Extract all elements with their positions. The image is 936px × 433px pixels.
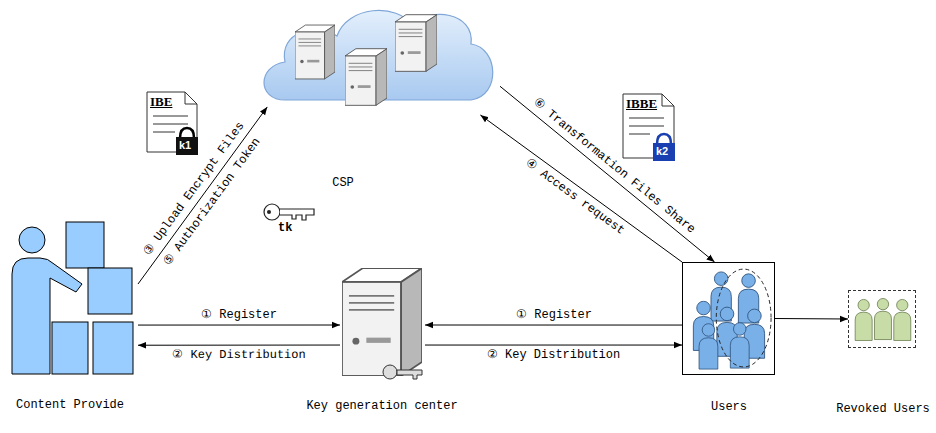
edge-label: ① Register <box>516 308 592 322</box>
node-art <box>255 0 500 115</box>
provider-figure <box>12 222 133 374</box>
server-icon <box>395 15 437 72</box>
cloud-node: CSP <box>255 0 500 115</box>
node-label: Content Provide <box>16 398 124 412</box>
text-label: IBBE <box>626 96 657 112</box>
node-art <box>8 222 138 377</box>
node-label: Key generation center <box>306 399 457 413</box>
arrow-connector <box>775 318 848 320</box>
text-label: k2 <box>656 145 668 157</box>
users-group: Users <box>682 262 775 375</box>
key-center: Key generation center <box>340 268 425 388</box>
node-label: Users <box>711 400 747 414</box>
arrow-connector <box>425 345 682 346</box>
document-icon <box>147 92 198 155</box>
arrow-connector <box>500 86 715 262</box>
revoked-group: Revoked Users <box>848 290 916 348</box>
node-art <box>340 268 425 388</box>
key-icon <box>383 365 422 379</box>
content-provider: Content Provide <box>8 222 138 377</box>
node-art <box>849 291 915 347</box>
server-icon <box>295 25 335 79</box>
people-icon <box>693 269 771 369</box>
edge-label: ② Key Distribution <box>172 348 305 362</box>
arrow-connector <box>138 325 340 326</box>
arrow-connector <box>425 325 682 326</box>
arrow-connector <box>138 345 340 346</box>
text-label: tk <box>278 221 292 235</box>
text-label: k1 <box>179 139 191 151</box>
people-icon <box>855 298 911 340</box>
server-icon <box>345 49 387 106</box>
node-label: CSP <box>332 176 354 190</box>
edge-label: ② Key Distribution <box>487 348 620 362</box>
node-art <box>683 263 774 374</box>
node-label: Revoked Users <box>836 402 930 416</box>
document-icon <box>623 94 675 161</box>
server-icon <box>342 268 422 376</box>
key-icon <box>264 204 314 220</box>
text-label: IBE <box>150 94 172 110</box>
edge-label: ① Register <box>201 308 277 322</box>
